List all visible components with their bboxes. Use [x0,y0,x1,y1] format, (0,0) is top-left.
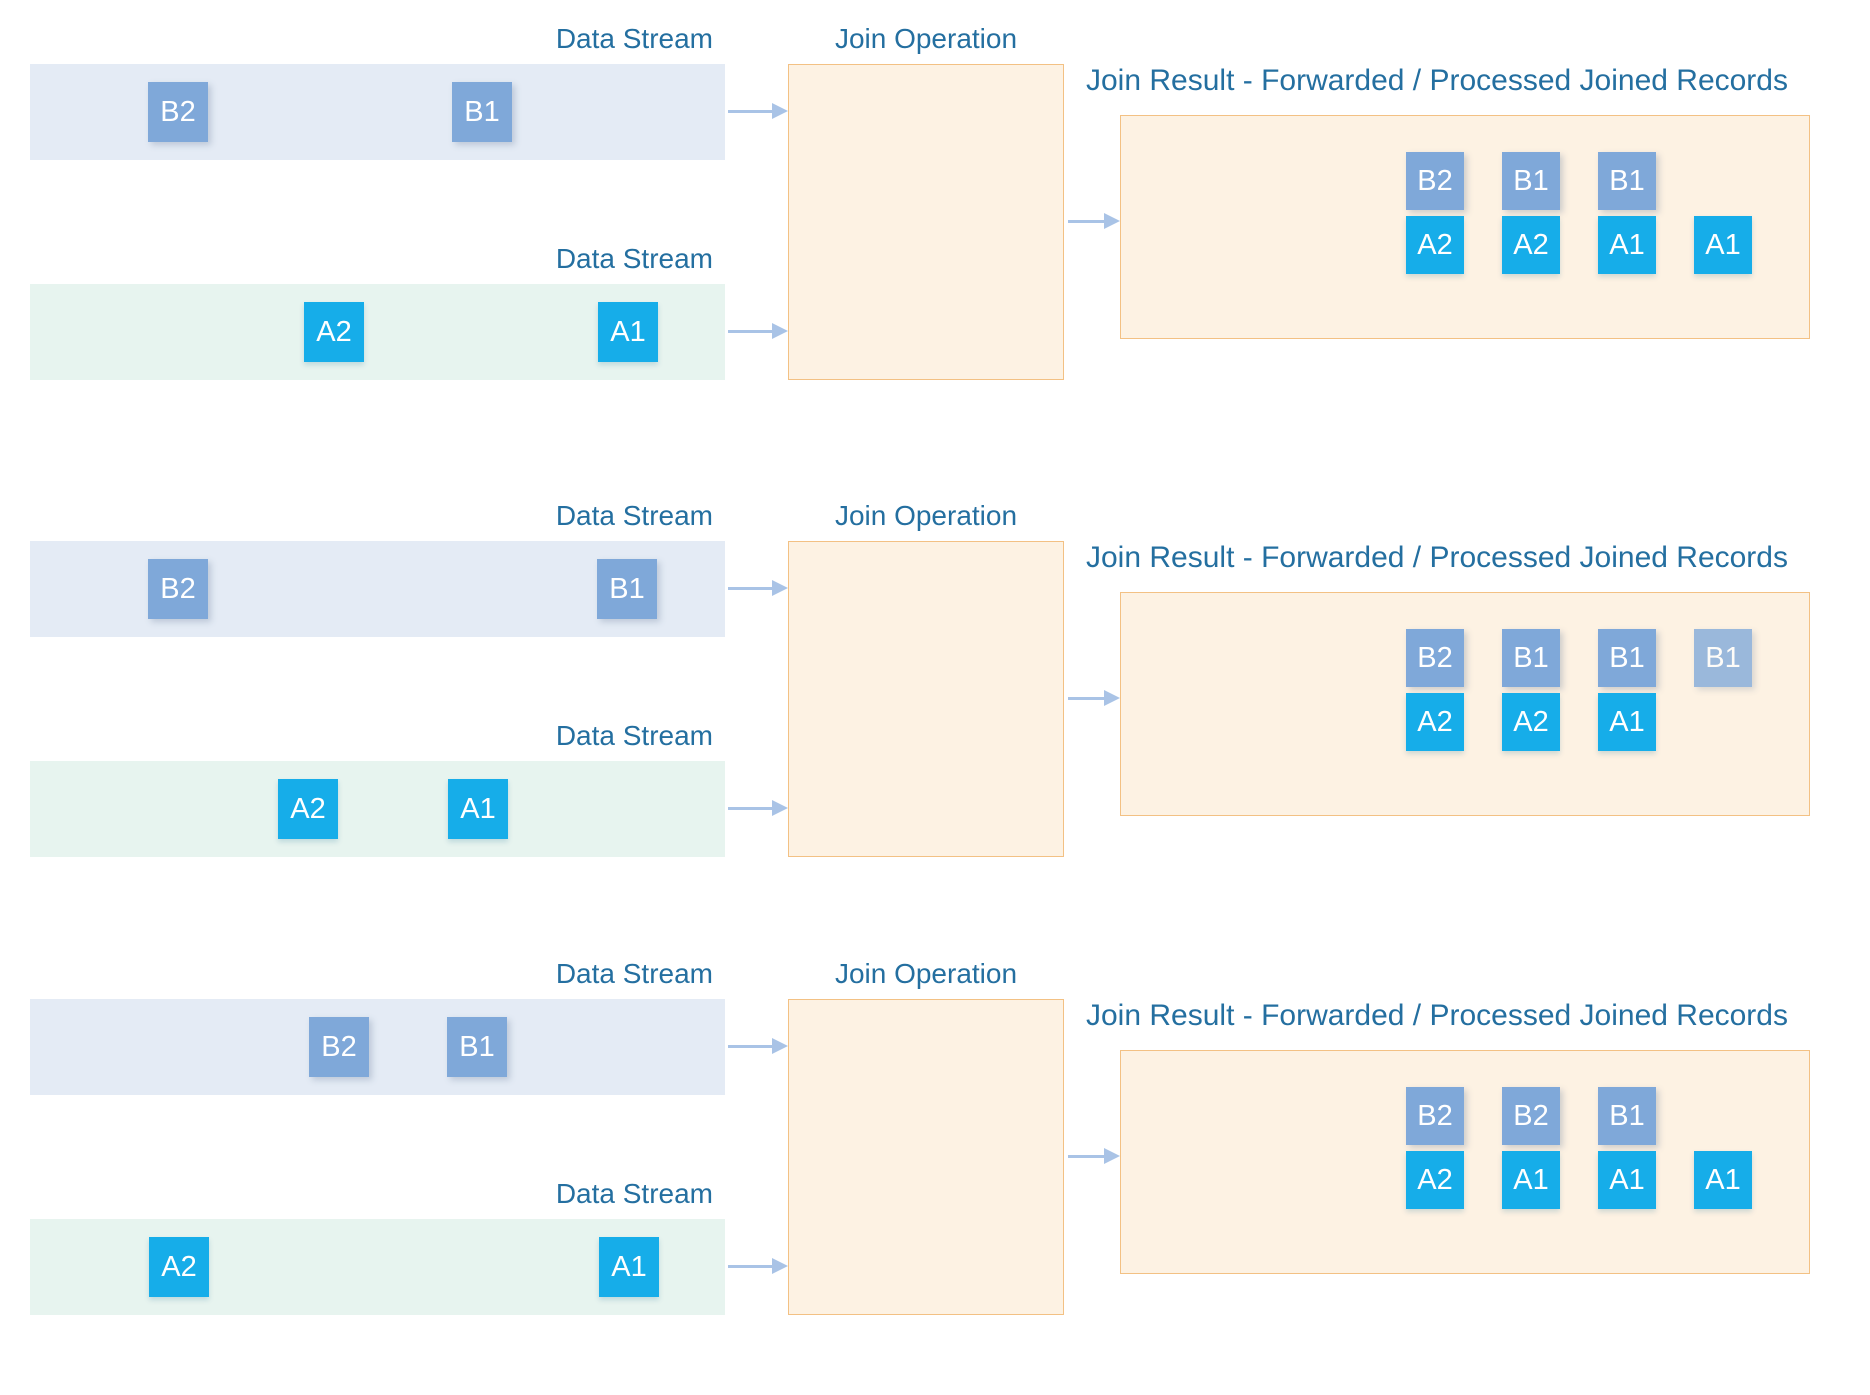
stream-a-label: Data Stream [555,1178,713,1209]
stream-a-bar: A2 A1 [30,284,725,380]
result-record-bottom: A2 [1406,216,1464,274]
result-record-bottom: A1 [1502,1151,1560,1209]
join-result-arrow [1068,213,1120,229]
join-operation-label: Join Operation [834,500,1018,531]
stream-a-arrow [728,1258,788,1274]
stream-record: B2 [309,1017,369,1077]
result-record-bottom: A2 [1502,693,1560,751]
stream-b-bar: B2 B1 [30,541,725,637]
join-section: Data Stream Join Operation Join Result -… [0,497,1870,937]
stream-b-arrow [728,580,788,596]
result-record-bottom: A1 [1598,1151,1656,1209]
stream-b-arrow [728,103,788,119]
result-record-bottom: A1 [1598,216,1656,274]
join-operation-label: Join Operation [834,958,1018,989]
result-record-bottom: A2 [1406,1151,1464,1209]
stream-a-bar: A2 A1 [30,761,725,857]
join-section: Data Stream Join Operation Join Result -… [0,955,1870,1395]
stream-b-label: Data Stream [555,500,713,531]
result-record-top: B2 [1406,152,1464,210]
stream-b-label: Data Stream [555,958,713,989]
stream-record: A1 [599,1237,659,1297]
result-record-bottom: A1 [1598,693,1656,751]
join-operation-box [788,999,1064,1315]
stream-record: B1 [597,559,657,619]
stream-record: B1 [452,82,512,142]
result-record-top: B1 [1598,152,1656,210]
join-result-arrow [1068,690,1120,706]
stream-a-bar: A2 A1 [30,1219,725,1315]
result-record-top: B1 [1598,629,1656,687]
join-result-title: Join Result - Forwarded / Processed Join… [1086,64,1788,97]
stream-record: A2 [149,1237,209,1297]
result-record-top: B1 [1502,152,1560,210]
stream-a-arrow [728,323,788,339]
join-operation-box [788,541,1064,857]
result-record-top: B1 [1502,629,1560,687]
result-record-top: B2 [1502,1087,1560,1145]
join-result-arrow [1068,1148,1120,1164]
join-result-title: Join Result - Forwarded / Processed Join… [1086,999,1788,1032]
stream-b-bar: B2 B1 [30,999,725,1095]
join-diagram-page: { "titles": { "data_stream": "Data Strea… [0,20,1870,1315]
join-operation-box [788,64,1064,380]
stream-a-arrow [728,800,788,816]
stream-record: B2 [148,82,208,142]
stream-record: A1 [598,302,658,362]
result-record-top: B1 [1694,629,1752,687]
stream-record: A2 [278,779,338,839]
stream-a-label: Data Stream [555,243,713,274]
stream-record: A2 [304,302,364,362]
stream-a-label: Data Stream [555,720,713,751]
join-operation-label: Join Operation [834,23,1018,54]
result-record-bottom: A2 [1502,216,1560,274]
stream-b-label: Data Stream [555,23,713,54]
stream-record: B1 [447,1017,507,1077]
stream-record: A1 [448,779,508,839]
result-record-bottom: A1 [1694,1151,1752,1209]
result-record-top: B2 [1406,629,1464,687]
result-record-bottom: A2 [1406,693,1464,751]
result-record-bottom: A1 [1694,216,1752,274]
stream-b-bar: B2 B1 [30,64,725,160]
stream-record: B2 [148,559,208,619]
join-result-title: Join Result - Forwarded / Processed Join… [1086,541,1788,574]
result-record-top: B1 [1598,1087,1656,1145]
result-record-top: B2 [1406,1087,1464,1145]
join-section: Data Stream Join Operation Join Result -… [0,20,1870,460]
stream-b-arrow [728,1038,788,1054]
